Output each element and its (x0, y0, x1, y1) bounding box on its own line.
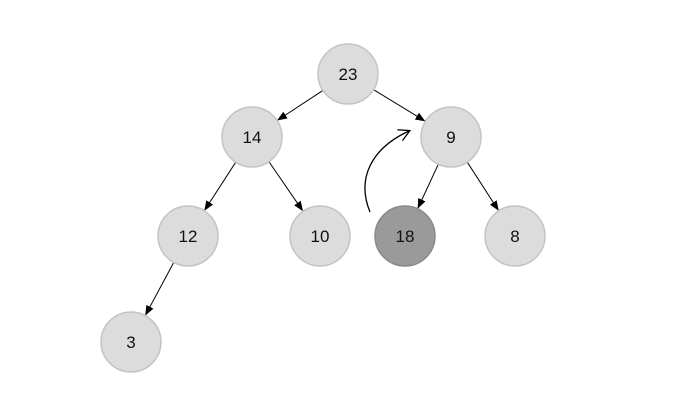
tree-node-14: 14 (221, 106, 283, 168)
tree-node-12: 12 (157, 205, 219, 267)
node-label: 18 (396, 227, 415, 246)
tree-node-9: 9 (420, 106, 482, 168)
node-circle (484, 205, 546, 267)
tree-node-23: 23 (317, 43, 379, 105)
node-circle (221, 106, 283, 168)
tree-node-18: 18 (374, 205, 436, 267)
node-circle (157, 205, 219, 267)
node-circle (100, 311, 162, 373)
edge-23-to-14 (277, 90, 324, 121)
tree-node-8: 8 (484, 205, 546, 267)
edge-14-to-12 (204, 161, 237, 211)
tree-node-3: 3 (100, 311, 162, 373)
node-label: 14 (243, 128, 262, 147)
node-label: 8 (510, 227, 519, 246)
swap-layer (364, 129, 412, 213)
edge-9-to-8 (466, 161, 499, 211)
nodes-layer: 23 14 9 12 10 18 8 3 (100, 43, 546, 373)
edge-14-to-10 (268, 161, 304, 212)
node-label: 23 (339, 65, 358, 84)
node-label: 9 (446, 128, 455, 147)
edge-23-to-9 (373, 89, 426, 122)
node-circle (289, 205, 351, 267)
node-circle (317, 43, 379, 105)
node-label: 12 (179, 227, 198, 246)
node-label: 3 (126, 333, 135, 352)
edge-9-to-18 (417, 163, 439, 209)
node-label: 10 (311, 227, 330, 246)
highlighted-node-circle (374, 205, 436, 267)
swap-up-arrow (364, 129, 412, 213)
tree-node-10: 10 (289, 205, 351, 267)
edge-12-to-3 (145, 262, 175, 316)
node-circle (420, 106, 482, 168)
edges-layer (145, 89, 499, 316)
